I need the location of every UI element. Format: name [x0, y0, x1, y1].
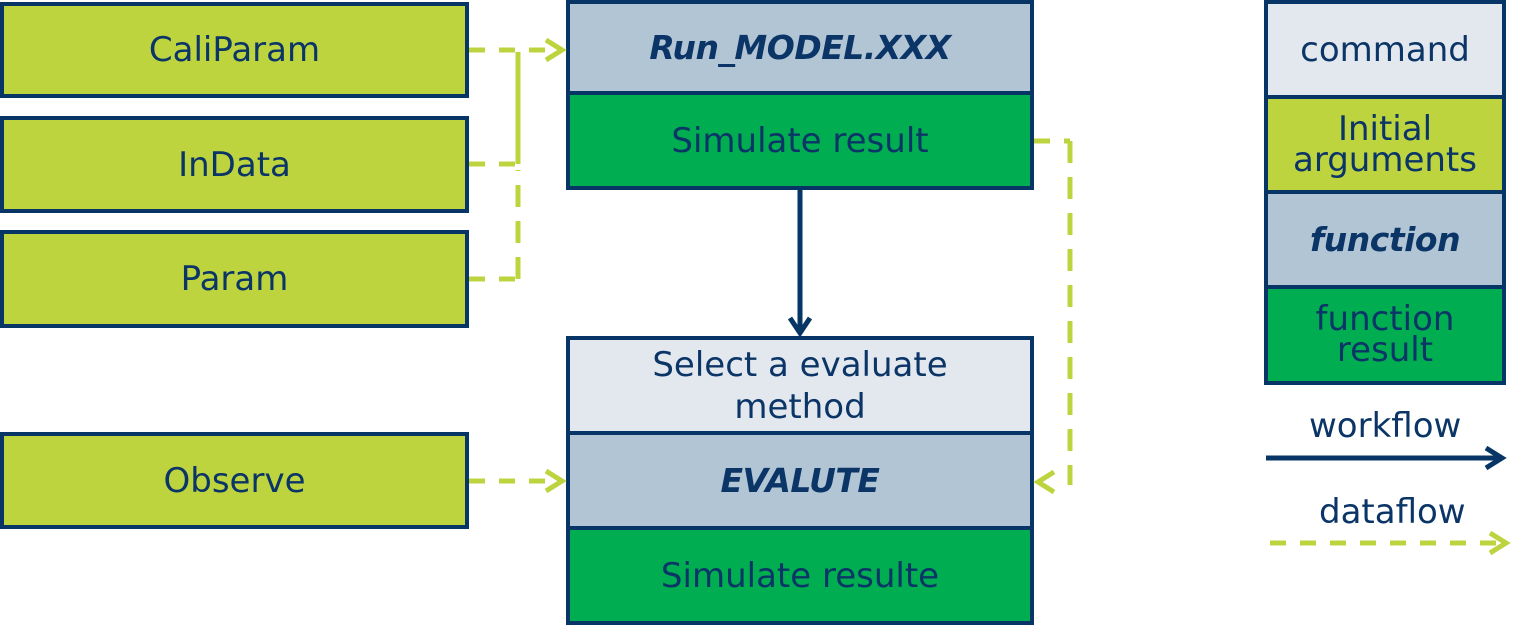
- legend-initial-arguments: Initial arguments: [1268, 99, 1502, 190]
- input-param: Param: [0, 230, 469, 328]
- evaluate-function: EVALUTE: [570, 435, 1030, 526]
- legend-command: command: [1268, 4, 1502, 95]
- legend-dataflow-label: dataflow: [1319, 492, 1466, 532]
- legend-block: command Initial arguments function funct…: [1264, 0, 1506, 385]
- legend-function-result-line1: function: [1315, 299, 1455, 339]
- workflow-arrowhead: [787, 316, 813, 338]
- legend-function-result-line2: result: [1336, 330, 1434, 370]
- input-observe-label: Observe: [163, 460, 306, 501]
- evaluate-result-label: Simulate resulte: [660, 555, 940, 596]
- legend-initial-arguments-line1: Initial: [1337, 108, 1433, 149]
- run-model-block: Run_MODEL.XXX Simulate result: [566, 0, 1034, 190]
- run-model-function: Run_MODEL.XXX: [570, 4, 1030, 91]
- legend-workflow-arrowhead: [1484, 445, 1507, 471]
- evaluate-result: Simulate resulte: [570, 530, 1030, 621]
- legend-initial-arguments-line2: arguments: [1293, 139, 1477, 180]
- run-model-result: Simulate result: [570, 95, 1030, 186]
- arrowhead-evaluate-right: [1033, 469, 1056, 495]
- input-observe: Observe: [0, 432, 469, 529]
- arrowhead-run-model-input: [544, 37, 567, 63]
- legend-dataflow-arrowhead: [1488, 530, 1511, 556]
- legend-function: function: [1268, 194, 1502, 285]
- legend-function-result: function result: [1268, 289, 1502, 381]
- input-param-label: Param: [180, 259, 289, 299]
- legend-workflow-label: workflow: [1309, 406, 1462, 446]
- evaluate-function-label: EVALUTE: [720, 461, 880, 500]
- legend-command-label: command: [1300, 29, 1470, 70]
- evaluate-command-line2: method: [734, 386, 866, 427]
- run-model-function-label: Run_MODEL.XXX: [649, 28, 951, 67]
- evaluate-command-line1: Select a evaluate: [652, 344, 948, 385]
- input-indata-label: InData: [178, 144, 291, 185]
- input-indata: InData: [0, 116, 469, 213]
- run-model-result-label: Simulate result: [671, 120, 929, 161]
- arrowhead-evaluate-left: [544, 468, 567, 494]
- evaluate-block: Select a evaluate method EVALUTE Simulat…: [566, 336, 1034, 625]
- legend-function-label: function: [1309, 220, 1461, 259]
- input-caliparam: CaliParam: [0, 2, 469, 98]
- input-caliparam-label: CaliParam: [148, 30, 321, 70]
- evaluate-command: Select a evaluate method: [570, 340, 1030, 431]
